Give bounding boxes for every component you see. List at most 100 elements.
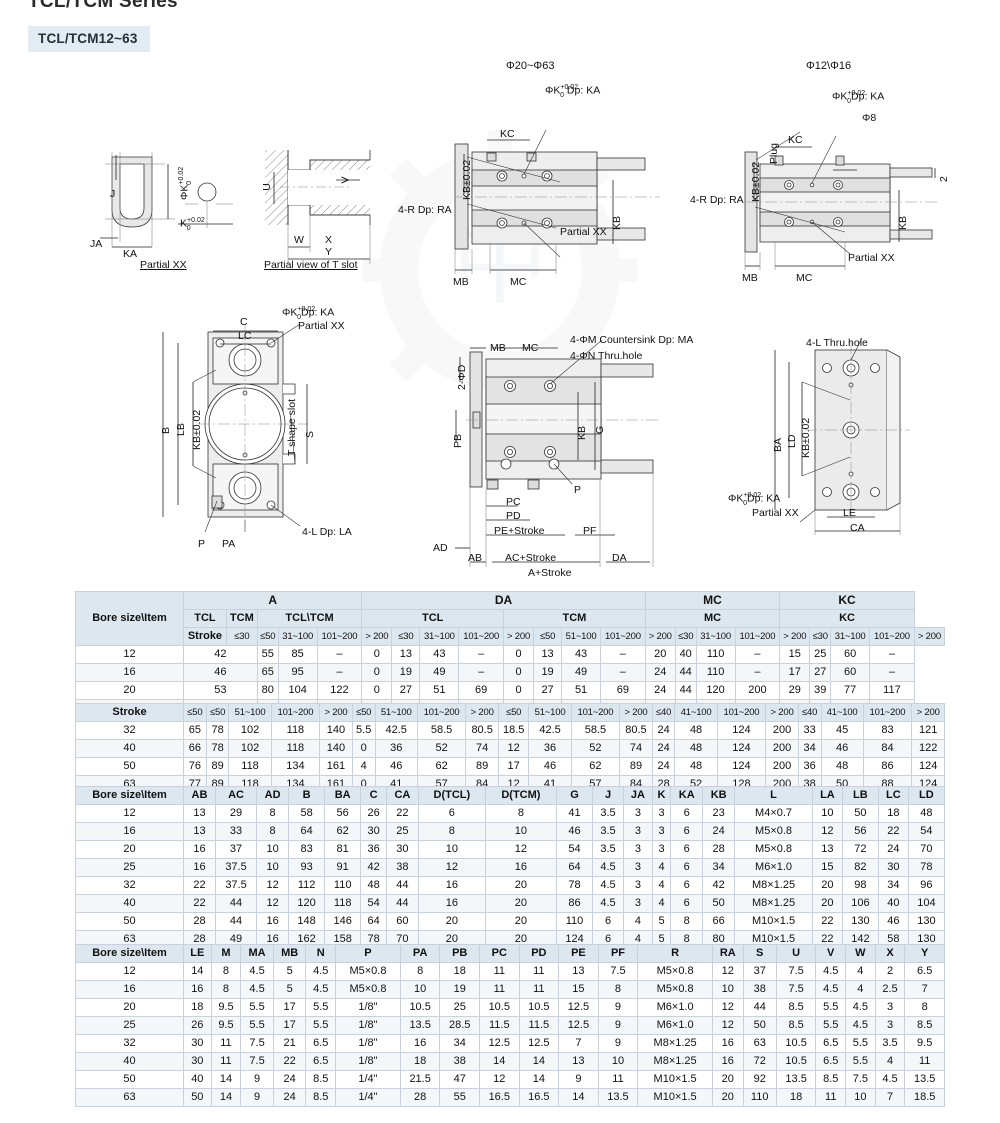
cell: 10 xyxy=(256,858,290,877)
cell: – xyxy=(734,663,781,682)
t1b-stroke-col-1: ≤50 xyxy=(205,703,230,722)
bore-size-cell: 50 xyxy=(75,1070,184,1089)
dim-label-u: U xyxy=(260,183,273,191)
dim-label-pc: PC xyxy=(506,496,521,508)
dim-label-p: P xyxy=(198,538,206,550)
cell: 22 xyxy=(877,822,909,841)
cell: – xyxy=(600,645,646,664)
callout-phik-dp-ka-2: ΦK+0.020Dp: KA xyxy=(832,90,885,105)
cell: 52 xyxy=(570,739,621,758)
cell: 20 xyxy=(711,1088,744,1107)
cell: 55 xyxy=(439,1088,480,1107)
table3-col-PF: PF xyxy=(597,944,639,963)
cell: 83 xyxy=(288,840,326,859)
cell: 40 xyxy=(183,1070,212,1089)
cell: 64 xyxy=(288,822,326,841)
dim-label-phik-1: ΦK+0.020 xyxy=(178,166,193,200)
t1-group-da: DA xyxy=(361,591,646,610)
callout-4l-dp-la: 4-L Dp: LA xyxy=(302,526,352,538)
cell: 13.5 xyxy=(775,1070,817,1089)
cell: 10 xyxy=(256,840,290,859)
table2-col-D(TCL): D(TCL) xyxy=(417,786,486,805)
dim-label-2: 2 xyxy=(938,176,950,182)
cell: 5.5 xyxy=(240,1016,274,1035)
cell: 10.5 xyxy=(775,1034,817,1053)
cell: 104 xyxy=(277,681,318,700)
cell: 3.5 xyxy=(592,840,624,859)
cell: 146 xyxy=(324,912,362,931)
dim-label-kb-pm-2: KB±0.02 xyxy=(750,161,762,202)
dim-label-pb: PB xyxy=(452,433,464,448)
cell: 11 xyxy=(904,1052,945,1071)
t1a-stroke-col-17: ≤30 xyxy=(809,627,832,646)
cell: – xyxy=(600,663,646,682)
t1-group-mc: MC xyxy=(644,591,781,610)
cell: 16 xyxy=(256,912,290,931)
cell: 161 xyxy=(319,757,353,776)
cell: 20 xyxy=(812,876,843,895)
cell: 1/4" xyxy=(335,1088,401,1107)
table3-col-M: M xyxy=(210,944,242,963)
cell: 16 xyxy=(183,980,212,999)
cell: 33 xyxy=(797,721,822,740)
cell: 14 xyxy=(518,1070,560,1089)
cell: 30 xyxy=(385,840,419,859)
cell: 50 xyxy=(702,894,736,913)
dim-label-ba: BA xyxy=(772,437,784,452)
table3-col-P: P xyxy=(335,944,401,963)
cell: 8 xyxy=(210,962,242,981)
cell: 46 xyxy=(183,663,258,682)
t1a-stroke-col-9: ≤50 xyxy=(533,627,563,646)
cell: 13.5 xyxy=(904,1070,945,1089)
cell: 48 xyxy=(674,757,718,776)
bore-size-cell: 50 xyxy=(75,912,184,931)
dim-label-y: Y xyxy=(325,246,333,258)
cell: 84 xyxy=(862,739,913,758)
cell: 8.5 xyxy=(305,1070,337,1089)
t1a-stroke-col-15: 101~200 xyxy=(734,627,781,646)
cell: 6 xyxy=(670,894,704,913)
cell: 10.5 xyxy=(518,998,560,1017)
cell: 12.5 xyxy=(479,1034,520,1053)
t1-group-kc: KC xyxy=(779,591,915,610)
cell: 15 xyxy=(558,980,599,999)
t1b-stroke-col-9: ≤50 xyxy=(497,703,530,722)
dim-label-pd: PD xyxy=(506,510,521,522)
cell: 27 xyxy=(533,681,563,700)
cell: 5.5 xyxy=(305,998,337,1017)
technical-drawings: Partial XX Partial view of T slot Φ20~Φ6… xyxy=(0,52,1000,579)
cell: 118 xyxy=(270,721,321,740)
cell: 4.5 xyxy=(815,980,847,999)
cell: 34 xyxy=(702,858,736,877)
cell: 124 xyxy=(716,757,767,776)
cell: 121 xyxy=(911,721,945,740)
cell: 1/8" xyxy=(335,1034,401,1053)
callout-4l-thru: 4-L Thru.hole xyxy=(806,337,868,349)
cell: 18 xyxy=(399,1052,441,1071)
cell: 122 xyxy=(911,739,945,758)
cell: 62 xyxy=(570,757,621,776)
cell: 110 xyxy=(324,876,362,895)
cell: 37 xyxy=(742,962,777,981)
cell: 24 xyxy=(651,721,676,740)
cell: 5 xyxy=(272,962,307,981)
cell: 20 xyxy=(812,894,843,913)
t1b-stroke-col-6: 51~100 xyxy=(374,703,418,722)
cell: 0 xyxy=(503,645,535,664)
cell: 60 xyxy=(830,663,871,682)
cell: 0 xyxy=(503,681,535,700)
cell: 62 xyxy=(324,822,362,841)
cell: 24 xyxy=(702,822,736,841)
t1b-stroke-col-0: ≤50 xyxy=(183,703,207,722)
cell: 9 xyxy=(597,1016,639,1035)
cell: 89 xyxy=(465,757,499,776)
cell: 9.5 xyxy=(210,1016,242,1035)
dim-label-c: C xyxy=(240,316,248,328)
table3-col-PC: PC xyxy=(479,944,520,963)
table3-col-S: S xyxy=(742,944,777,963)
cell: 102 xyxy=(228,739,272,758)
